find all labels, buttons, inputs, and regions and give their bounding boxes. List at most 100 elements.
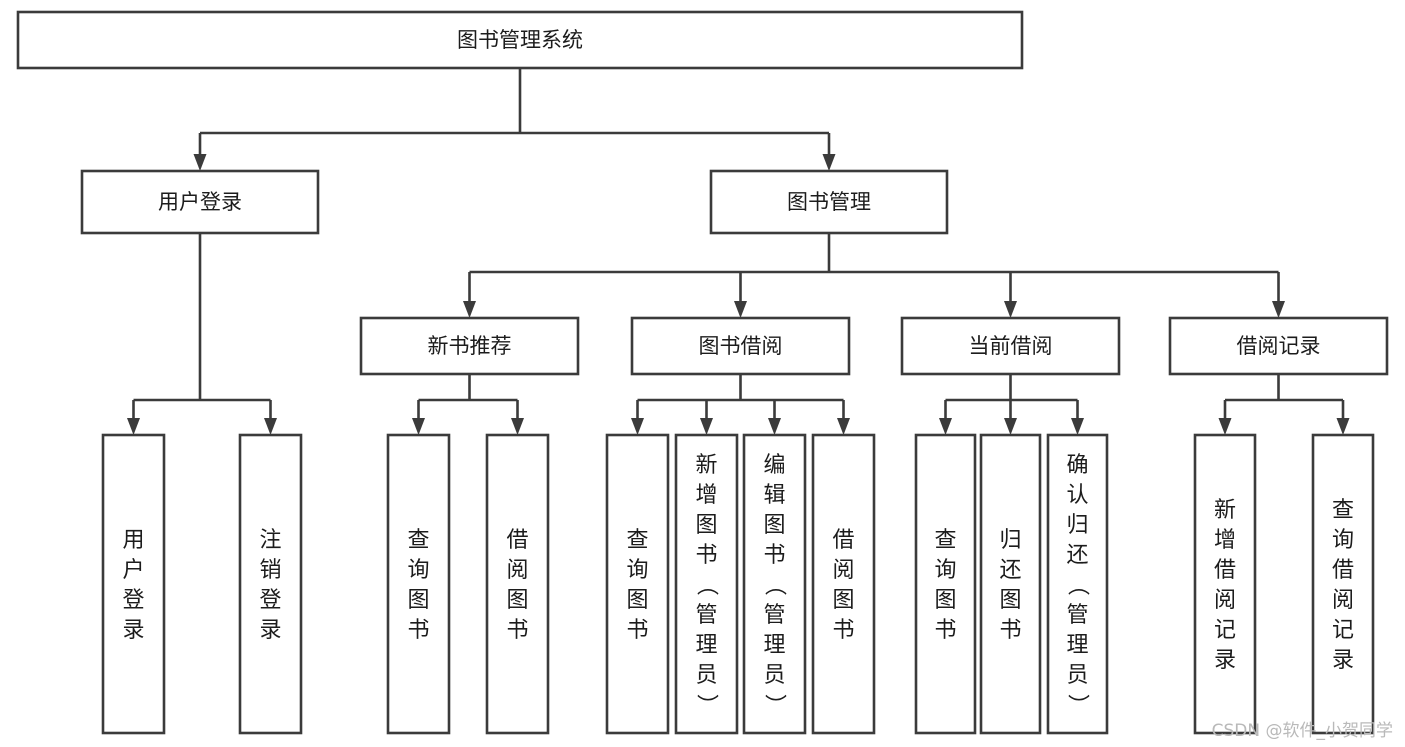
svg-text:（: （ bbox=[1065, 574, 1090, 596]
svg-text:图: 图 bbox=[407, 588, 429, 613]
svg-text:查: 查 bbox=[626, 528, 648, 553]
svg-text:借: 借 bbox=[1332, 558, 1354, 583]
svg-text:（: （ bbox=[762, 574, 787, 596]
edge-group-root bbox=[193, 68, 836, 171]
svg-text:员: 员 bbox=[1066, 663, 1088, 688]
svg-text:注: 注 bbox=[259, 528, 281, 553]
node-book-borrow[interactable]: 图书借阅 bbox=[630, 316, 851, 376]
node-label: 新书推荐 bbox=[428, 334, 512, 358]
node-user-login[interactable]: 用户登录 bbox=[80, 169, 320, 235]
edge-group-user-login bbox=[127, 233, 277, 435]
svg-text:记: 记 bbox=[1332, 618, 1354, 643]
svg-text:阅: 阅 bbox=[1332, 588, 1354, 613]
svg-text:图: 图 bbox=[506, 588, 528, 613]
edge-group-borrow-record bbox=[1218, 374, 1350, 435]
svg-text:图: 图 bbox=[832, 588, 854, 613]
svg-text:借: 借 bbox=[1214, 558, 1236, 583]
svg-text:用: 用 bbox=[122, 528, 144, 553]
edge-group-book-manage bbox=[463, 233, 1285, 318]
node-new-book-recommend[interactable]: 新书推荐 bbox=[359, 316, 580, 376]
svg-text:增: 增 bbox=[695, 483, 717, 508]
svg-text:图: 图 bbox=[695, 513, 717, 538]
svg-text:户: 户 bbox=[122, 558, 144, 583]
node-root-system[interactable]: 图书管理系统 bbox=[16, 10, 1024, 70]
edge-group-current-borrow bbox=[939, 374, 1084, 435]
svg-text:阅: 阅 bbox=[506, 558, 528, 583]
node-label: 用户登录 bbox=[122, 528, 144, 643]
svg-text:查: 查 bbox=[407, 528, 429, 553]
edge-group-new-book-recommend bbox=[412, 374, 524, 435]
svg-text:查: 查 bbox=[1332, 498, 1354, 523]
node-leaf-user-login[interactable]: 用户登录 bbox=[101, 433, 166, 735]
svg-text:借: 借 bbox=[506, 528, 528, 553]
svg-text:查: 查 bbox=[934, 528, 956, 553]
svg-text:借: 借 bbox=[832, 528, 854, 553]
svg-text:理: 理 bbox=[1066, 633, 1088, 658]
svg-text:增: 增 bbox=[1214, 528, 1236, 553]
svg-text:）: ） bbox=[694, 694, 719, 716]
svg-text:图: 图 bbox=[999, 588, 1021, 613]
svg-text:新: 新 bbox=[1214, 498, 1236, 523]
svg-text:归: 归 bbox=[1066, 513, 1088, 538]
svg-text:录: 录 bbox=[122, 618, 144, 643]
svg-text:（: （ bbox=[694, 574, 719, 596]
svg-text:新: 新 bbox=[695, 453, 717, 478]
svg-text:询: 询 bbox=[626, 558, 648, 583]
svg-text:录: 录 bbox=[259, 618, 281, 643]
svg-text:确: 确 bbox=[1066, 453, 1088, 478]
svg-text:管: 管 bbox=[763, 603, 785, 628]
svg-text:图: 图 bbox=[934, 588, 956, 613]
svg-text:书: 书 bbox=[934, 618, 956, 643]
edge-group-book-borrow bbox=[631, 374, 850, 435]
svg-text:书: 书 bbox=[832, 618, 854, 643]
svg-text:图: 图 bbox=[626, 588, 648, 613]
node-label: 图书借阅 bbox=[699, 334, 783, 358]
svg-text:录: 录 bbox=[1214, 648, 1236, 673]
svg-text:还: 还 bbox=[999, 558, 1021, 583]
node-current-borrow[interactable]: 当前借阅 bbox=[900, 316, 1121, 376]
svg-text:销: 销 bbox=[259, 558, 281, 583]
svg-text:）: ） bbox=[1065, 694, 1090, 716]
node-label: 借阅记录 bbox=[1237, 334, 1321, 358]
node-boxes-layer: 图书管理系统用户登录图书管理新书推荐图书借阅当前借阅借阅记录用户登录注销登录查询… bbox=[16, 10, 1389, 735]
svg-text:阅: 阅 bbox=[832, 558, 854, 583]
svg-text:归: 归 bbox=[999, 528, 1021, 553]
svg-text:管: 管 bbox=[695, 603, 717, 628]
svg-text:询: 询 bbox=[1332, 528, 1354, 553]
node-borrow-record[interactable]: 借阅记录 bbox=[1168, 316, 1389, 376]
svg-text:辑: 辑 bbox=[763, 483, 785, 508]
svg-text:认: 认 bbox=[1066, 483, 1088, 508]
svg-text:还: 还 bbox=[1066, 543, 1088, 568]
node-book-manage[interactable]: 图书管理 bbox=[709, 169, 949, 235]
svg-text:询: 询 bbox=[407, 558, 429, 583]
svg-text:记: 记 bbox=[1214, 618, 1236, 643]
svg-text:书: 书 bbox=[999, 618, 1021, 643]
svg-text:书: 书 bbox=[407, 618, 429, 643]
node-label: 用户登录 bbox=[158, 190, 242, 214]
svg-text:书: 书 bbox=[695, 543, 717, 568]
